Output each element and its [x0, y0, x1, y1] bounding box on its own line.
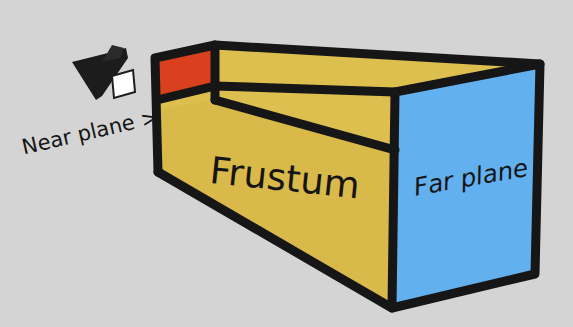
frustum-edges	[155, 45, 540, 308]
far-plane	[392, 64, 540, 308]
frustum-bottom	[158, 100, 395, 308]
frustum-side	[155, 45, 540, 308]
camera-icon	[72, 45, 135, 100]
near-plane-label: Near plane >	[20, 107, 160, 159]
